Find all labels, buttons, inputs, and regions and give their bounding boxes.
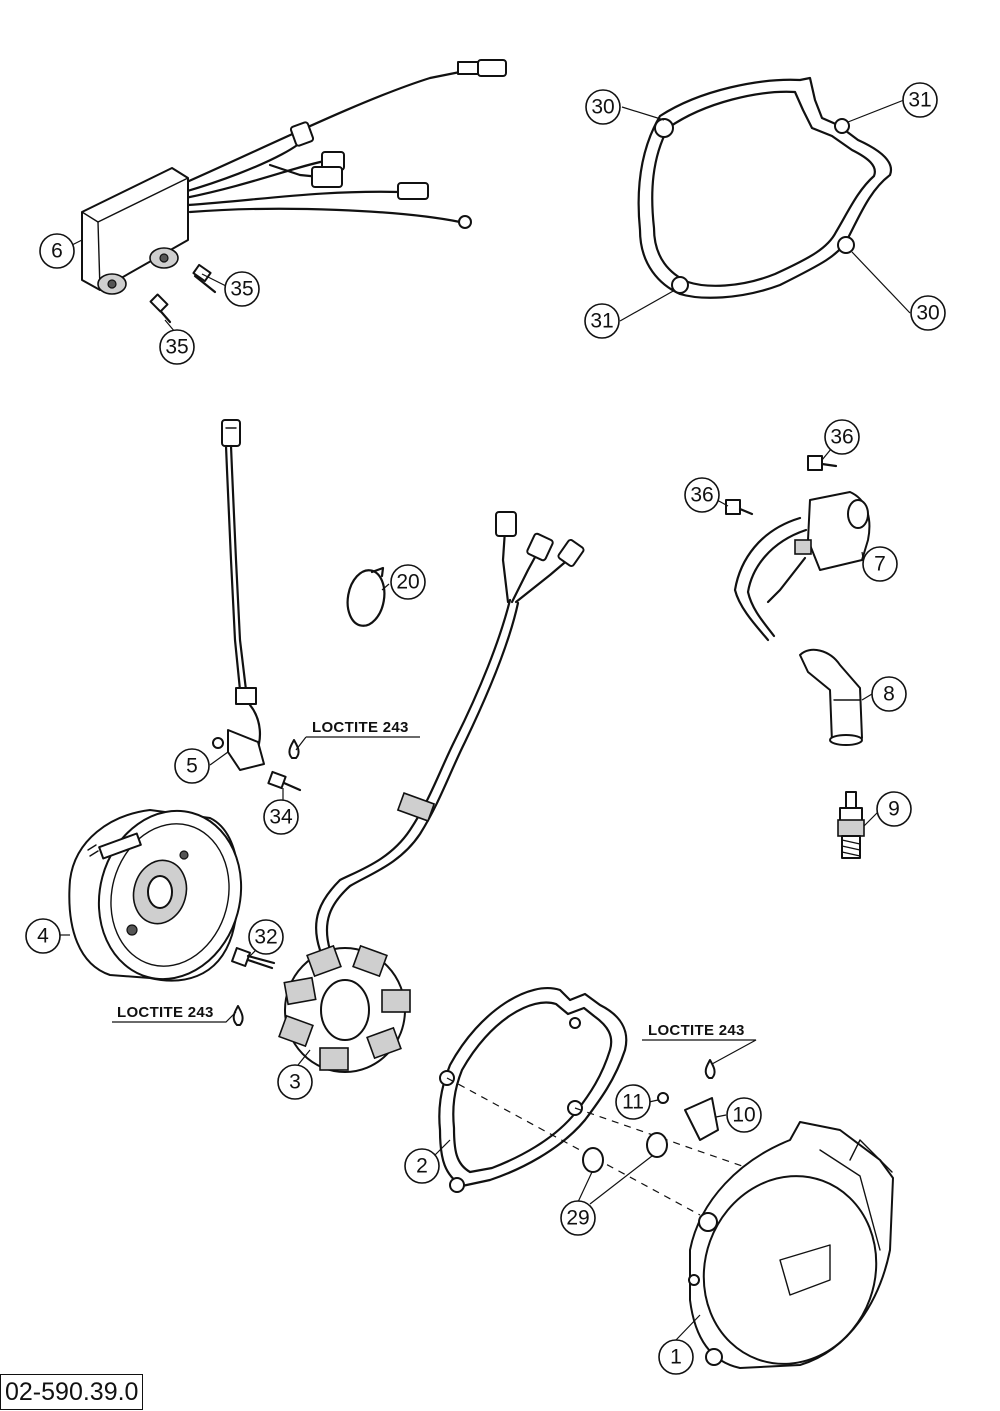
callout-spark-plug: 9 — [876, 791, 912, 827]
cover-gasket-drawing — [438, 987, 628, 1193]
loctite-note-stator: LOCTITE 243 — [117, 1004, 214, 1021]
cdi-unit-drawing — [81, 59, 507, 295]
spark-plug-drawing — [837, 791, 865, 859]
svg-text:36: 36 — [830, 426, 853, 449]
svg-text:11: 11 — [622, 1091, 644, 1114]
ignition-cover-drawing — [688, 1121, 894, 1369]
svg-text:30: 30 — [916, 302, 939, 325]
callout-gasket-hole-31-left: 31 — [584, 303, 620, 339]
svg-text:3: 3 — [289, 1071, 301, 1094]
callout-stator: 3 — [277, 1064, 313, 1100]
cdi-screws-drawing — [149, 263, 217, 324]
svg-text:6: 6 — [51, 240, 63, 263]
svg-text:10: 10 — [732, 1104, 755, 1127]
callout-dowel-sleeve: 29 — [560, 1200, 596, 1236]
svg-text:34: 34 — [269, 806, 293, 829]
callout-sensor-screw: 34 — [263, 799, 299, 835]
svg-text:31: 31 — [908, 89, 931, 112]
document-number: 02-590.39.0 — [0, 1374, 144, 1410]
ignition-coil-drawing — [733, 491, 871, 642]
cover-gasket-top-drawing — [637, 76, 893, 299]
callout-cover-gasket: 2 — [404, 1148, 440, 1184]
callout-pulse-sensor: 5 — [174, 748, 210, 784]
svg-text:32: 32 — [254, 926, 277, 949]
callout-gasket-hole-30-right: 30 — [910, 295, 946, 331]
loctite-note-cover: LOCTITE 243 — [648, 1022, 745, 1039]
svg-text:5: 5 — [186, 755, 198, 778]
coil-screws-drawing — [725, 455, 838, 516]
svg-text:2: 2 — [416, 1155, 428, 1178]
callout-coil-screw-lower: 36 — [684, 477, 720, 513]
svg-text:20: 20 — [396, 571, 419, 594]
svg-text:LOCTITE 243: LOCTITE 243 — [312, 719, 409, 736]
dowel-sleeves-drawing — [582, 1132, 668, 1173]
svg-text:35: 35 — [230, 278, 253, 301]
loctite-note-sensor: LOCTITE 243 — [312, 719, 409, 736]
svg-text:8: 8 — [883, 683, 895, 706]
callout-rotor: 4 — [25, 918, 61, 954]
svg-text:36: 36 — [690, 484, 713, 507]
rotor-drawing — [68, 809, 243, 982]
callout-cable-clip: 20 — [390, 564, 426, 600]
callout-cdi-screw-lower: 35 — [159, 329, 195, 365]
callout-cdi-unit: 6 — [39, 233, 75, 269]
stator-screw-drawing — [231, 947, 276, 1026]
svg-text:30: 30 — [591, 96, 614, 119]
callout-spark-plug-cap: 8 — [871, 676, 907, 712]
svg-text:1: 1 — [670, 1346, 682, 1369]
svg-text:7: 7 — [874, 553, 886, 576]
svg-text:35: 35 — [165, 336, 188, 359]
svg-text:29: 29 — [566, 1207, 589, 1230]
stator-drawing — [278, 511, 585, 1073]
callout-coil-screw-upper: 36 — [824, 419, 860, 455]
callout-stator-screw: 32 — [248, 919, 284, 955]
svg-text:9: 9 — [888, 798, 900, 821]
spark-plug-cap-drawing — [799, 648, 863, 746]
svg-text:4: 4 — [37, 925, 49, 948]
sensor-screw-drawing — [267, 739, 302, 792]
callout-gasket-hole-30-left: 30 — [585, 89, 621, 125]
callout-plate-screw: 11 — [615, 1084, 651, 1120]
cover-plate-drawing — [657, 1059, 719, 1141]
pulse-sensor-drawing — [212, 419, 265, 771]
svg-text:LOCTITE 243: LOCTITE 243 — [117, 1004, 214, 1021]
cable-clip-drawing — [346, 566, 386, 627]
callout-ignition-cover: 1 — [658, 1339, 694, 1375]
callout-ignition-coil: 7 — [862, 546, 898, 582]
callout-cover-plate: 10 — [726, 1097, 762, 1133]
svg-text:31: 31 — [590, 310, 613, 333]
callout-gasket-hole-31-right: 31 — [902, 82, 938, 118]
svg-text:LOCTITE 243: LOCTITE 243 — [648, 1022, 745, 1039]
callout-cdi-screw-upper: 35 — [224, 271, 260, 307]
